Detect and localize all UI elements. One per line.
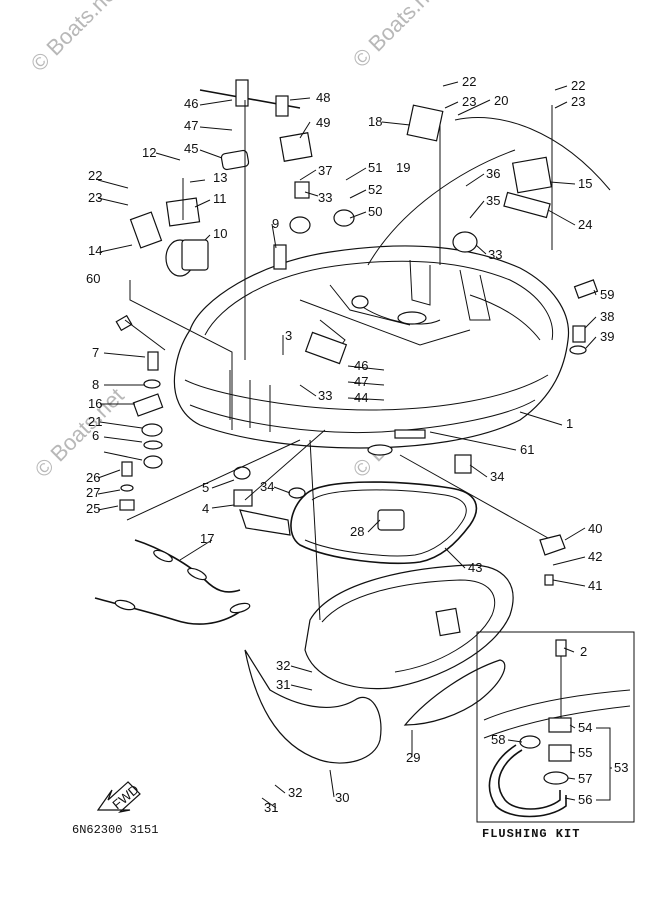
- callout-4: 4: [202, 501, 209, 516]
- flushing-kit-title: FLUSHING KIT: [482, 827, 581, 841]
- callout-54: 54: [578, 720, 592, 735]
- callout-58: 58: [491, 732, 505, 747]
- callout-18: 18: [368, 114, 382, 129]
- callout-16: 16: [88, 396, 102, 411]
- callout-1: 1: [566, 416, 573, 431]
- callout-61: 61: [520, 442, 534, 457]
- left-hardware: [115, 280, 587, 621]
- callout-13: 13: [213, 170, 227, 185]
- callout-33: 33: [318, 190, 332, 205]
- callout-57: 57: [578, 771, 592, 786]
- callout-38: 38: [600, 309, 614, 324]
- callout-12: 12: [142, 145, 156, 160]
- callout-59: 59: [600, 287, 614, 302]
- callout-60: 60: [86, 271, 100, 286]
- callout-7: 7: [92, 345, 99, 360]
- callout-43: 43: [468, 560, 482, 575]
- callout-48: 48: [316, 90, 330, 105]
- callout-39: 39: [600, 329, 614, 344]
- callout-19: 19: [396, 160, 410, 175]
- callout-32: 32: [276, 658, 290, 673]
- callout-53: 53: [614, 760, 628, 775]
- callout-22c: 22: [88, 168, 102, 183]
- callout-11: 11: [213, 191, 227, 206]
- callout-34: 34: [260, 479, 274, 494]
- callout-6: 6: [92, 428, 99, 443]
- callout-50: 50: [368, 204, 382, 219]
- callout-42: 42: [588, 549, 602, 564]
- callout-10: 10: [213, 226, 227, 241]
- callout-49: 49: [316, 115, 330, 130]
- apron-left: [244, 649, 382, 764]
- callout-51: 51: [368, 160, 382, 175]
- callout-20: 20: [494, 93, 508, 108]
- callout-3: 3: [285, 328, 292, 343]
- callout-55: 55: [578, 745, 592, 760]
- callout-45: 45: [184, 141, 198, 156]
- cables: [94, 539, 251, 625]
- callout-33c: 33: [318, 388, 332, 403]
- callout-23b: 23: [571, 94, 585, 109]
- callout-29: 29: [406, 750, 420, 765]
- callout-34b: 34: [490, 469, 504, 484]
- callout-32b: 32: [288, 785, 302, 800]
- callout-31b: 31: [264, 800, 278, 815]
- callout-15: 15: [578, 176, 592, 191]
- apron-right: [403, 659, 506, 726]
- callout-14: 14: [88, 243, 102, 258]
- callout-22b: 22: [571, 78, 585, 93]
- callout-52: 52: [368, 182, 382, 197]
- callout-35: 35: [486, 193, 500, 208]
- bottom-cowling-seal: [290, 481, 478, 564]
- lower-pan: [304, 564, 514, 690]
- callout-47: 47: [184, 118, 198, 133]
- diagram-code: 6N62300 3151: [72, 823, 159, 837]
- callout-2: 2: [580, 644, 587, 659]
- callout-23c: 23: [88, 190, 102, 205]
- callout-27: 27: [86, 485, 100, 500]
- callout-46b: 46: [354, 358, 368, 373]
- callout-8: 8: [92, 377, 99, 392]
- callout-17: 17: [200, 531, 214, 546]
- callout-37: 37: [318, 163, 332, 178]
- top-hardware: [129, 79, 611, 360]
- callout-47b: 47: [354, 374, 368, 389]
- callout-40: 40: [588, 521, 602, 536]
- callout-labels: 1 2 3 4 5 6 7 8 9 10 11 12 13 14 15 16 1…: [86, 74, 628, 815]
- fwd-arrow-icon: FWD: [96, 781, 142, 814]
- callout-44: 44: [354, 390, 368, 405]
- callout-33b: 33: [488, 247, 502, 262]
- callout-25: 25: [86, 501, 100, 516]
- callout-21: 21: [88, 414, 102, 429]
- callout-28: 28: [350, 524, 364, 539]
- callout-30: 30: [335, 790, 349, 805]
- callout-5: 5: [202, 480, 209, 495]
- callout-46: 46: [184, 96, 198, 111]
- callout-23: 23: [462, 94, 476, 109]
- leader-lines: [97, 81, 612, 809]
- callout-31: 31: [276, 677, 290, 692]
- callout-56: 56: [578, 792, 592, 807]
- callout-36: 36: [486, 166, 500, 181]
- callout-9: 9: [272, 216, 279, 231]
- bottom-cowling: [173, 245, 570, 456]
- callout-24: 24: [578, 217, 592, 232]
- callout-41: 41: [588, 578, 602, 593]
- callout-26: 26: [86, 470, 100, 485]
- flushing-kit-inset: [476, 631, 635, 823]
- callout-22: 22: [462, 74, 476, 89]
